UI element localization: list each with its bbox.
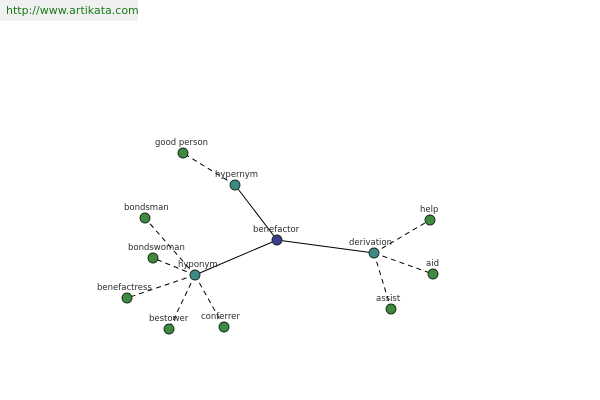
node-hypernym[interactable]: [229, 179, 241, 191]
node-help[interactable]: [424, 214, 436, 226]
label-good-person[interactable]: good person: [155, 138, 208, 148]
label-hypernym[interactable]: hypernym: [215, 170, 258, 180]
node-good-person[interactable]: [177, 147, 189, 159]
edge-derivation-assist: [373, 252, 392, 310]
edge-benefactor-derivation: [276, 239, 375, 254]
edge-benefactor-hyponym: [194, 239, 278, 276]
edge-hyponym-conferrer: [194, 274, 225, 328]
node-benefactress[interactable]: [121, 292, 133, 304]
edge-derivation-help: [373, 219, 431, 254]
edge-derivation-aid: [373, 252, 434, 275]
edge-benefactor-hypernym: [234, 184, 278, 241]
label-help[interactable]: help: [420, 205, 438, 215]
label-benefactor[interactable]: benefactor: [253, 225, 300, 235]
node-assist[interactable]: [385, 303, 397, 315]
label-conferrer[interactable]: conferrer: [201, 312, 240, 322]
label-benefactress[interactable]: benefactress: [97, 283, 152, 293]
label-hyponym[interactable]: hyponym: [178, 260, 218, 270]
label-derivation[interactable]: derivation: [349, 238, 392, 248]
node-bondswoman[interactable]: [147, 252, 159, 264]
edge-hyponym-bestower: [168, 274, 196, 330]
graph-edges: [126, 152, 434, 330]
node-hyponym[interactable]: [189, 269, 201, 281]
source-link[interactable]: http://www.artikata.com: [0, 0, 139, 21]
node-derivation[interactable]: [368, 247, 380, 259]
graph-labels: good person bondsman bondswoman benefactres…: [97, 138, 439, 324]
label-assist[interactable]: assist: [376, 294, 401, 304]
label-bondswoman[interactable]: bondswoman: [128, 243, 185, 253]
node-bondsman[interactable]: [139, 212, 151, 224]
node-benefactor[interactable]: [271, 234, 283, 246]
edge-hyponym-bondswoman: [152, 257, 196, 276]
graph-nodes: [121, 147, 439, 335]
label-bondsman[interactable]: bondsman: [124, 203, 169, 213]
label-aid[interactable]: aid: [426, 259, 439, 269]
node-bestower[interactable]: [163, 323, 175, 335]
node-aid[interactable]: [427, 268, 439, 280]
edge-hypernym-good-person: [182, 152, 236, 186]
label-bestower[interactable]: bestower: [149, 314, 189, 324]
edge-hyponym-bondsman: [144, 217, 196, 276]
node-conferrer[interactable]: [218, 321, 230, 333]
edge-hyponym-benefactress: [126, 274, 196, 299]
